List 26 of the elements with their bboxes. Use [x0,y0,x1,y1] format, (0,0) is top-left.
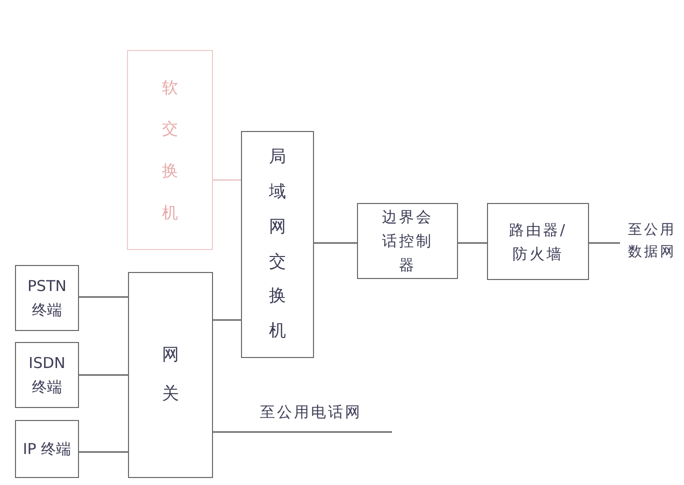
box-label: 边界会话控制器 [381,207,434,276]
box-label: 网关 [162,344,179,406]
box-label: IP 终端 [22,439,72,460]
connector-line [589,242,620,244]
box-label: 局域网交换机 [269,146,286,344]
process-box [357,203,458,279]
process-box [15,265,79,331]
connector-line [79,374,128,376]
process-box [241,131,314,358]
connector-line [213,319,241,321]
connector-line [314,242,357,244]
box-label: 路由器/防火墙 [508,220,568,264]
process-box [15,420,79,478]
box-label: PSTN 终端 [26,276,68,321]
process-box [128,272,213,478]
process-box [487,203,589,280]
connector-line [213,179,241,181]
connector-line [213,431,392,433]
connector-line [79,451,128,453]
box-label: ISDN 终端 [28,353,66,398]
connector-line [458,242,487,244]
process-box [15,342,79,408]
destination-label: 至公用数据网 [627,220,677,262]
connector-line [79,296,128,298]
box-label: 软交换机 [162,76,178,224]
process-box [127,50,213,250]
